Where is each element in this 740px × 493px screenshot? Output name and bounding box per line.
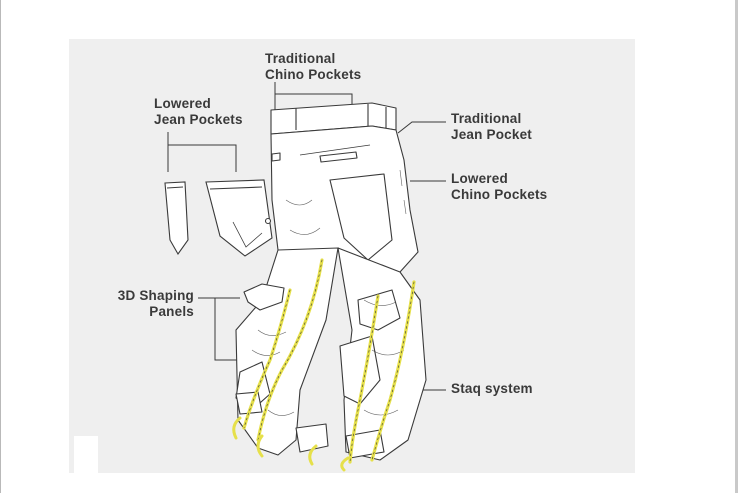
leader-jean-lowered [167,132,237,172]
pocket-pieces [164,179,273,257]
jean-pocket-piece [205,179,273,257]
shaping-panel-upper [243,283,285,311]
chino-pocket-piece [164,181,189,256]
label-traditional-chino-pockets: Traditional Chino Pockets [265,51,362,82]
window-right-border [735,0,738,493]
corner-tag [74,436,98,474]
label-traditional-jean-pocket: Traditional Jean Pocket [451,111,532,142]
chino-welt-pocket [319,151,358,163]
label-lowered-chino-pockets: Lowered Chino Pockets [451,171,548,202]
label-lowered-jean-pockets: Lowered Jean Pockets [154,96,243,127]
pants-body [235,102,427,461]
shaping-panel-mid [357,289,401,331]
back-jean-pocket [329,173,393,261]
label-3d-shaping-panels: 3D Shaping Panels [117,288,194,319]
staq-system [232,258,416,472]
leader-jean-traditional [397,121,446,134]
window-left-border [0,0,1,493]
label-staq-system: Staq system [451,381,533,396]
